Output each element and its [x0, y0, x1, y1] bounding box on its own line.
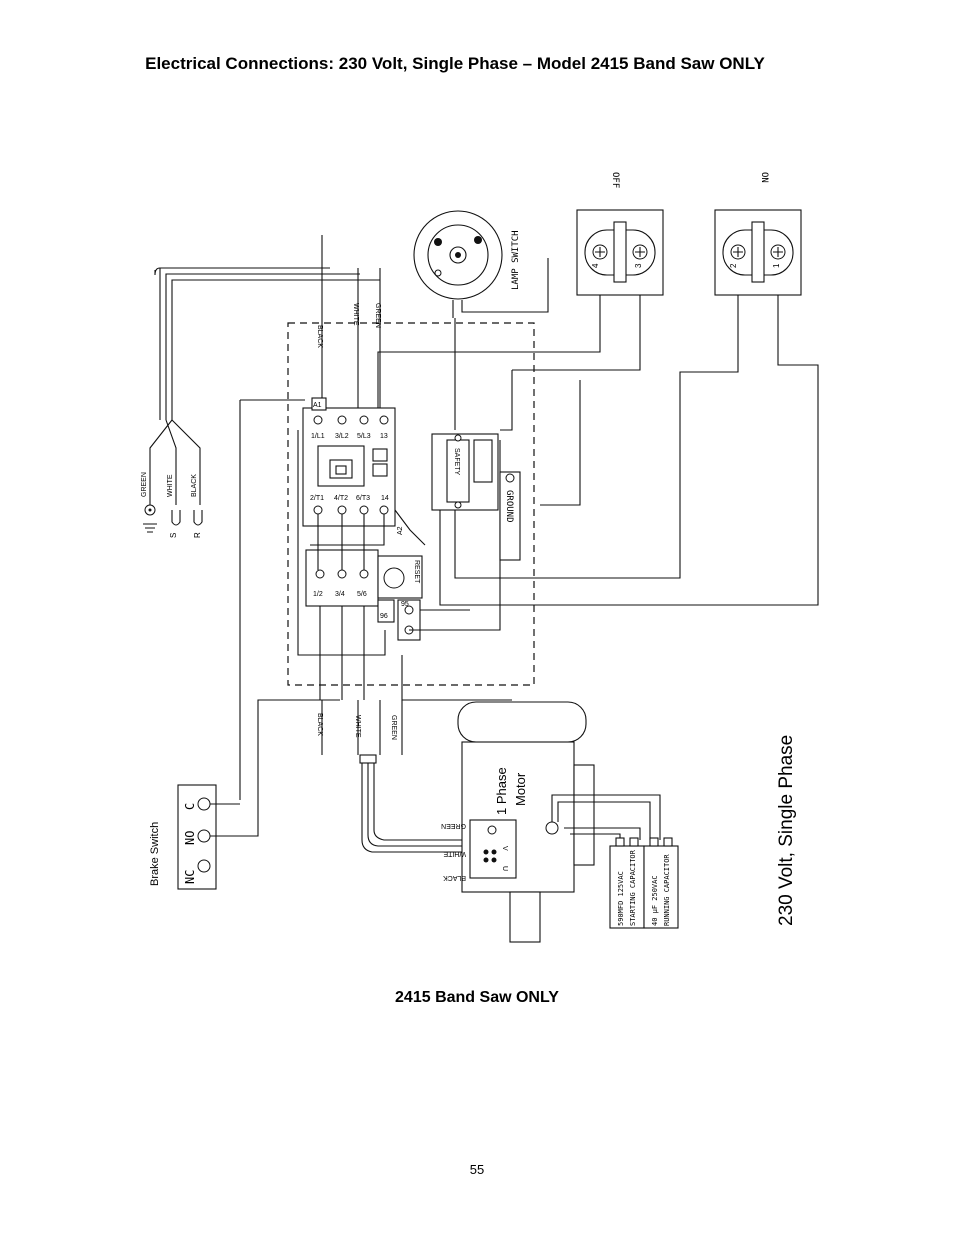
- control-box-outline: [287, 322, 535, 686]
- starting-capacitor: 590MFD 125VAC STARTING CAPACITOR: [609, 837, 645, 929]
- motor-terminal-v: V: [501, 846, 508, 851]
- on-switch-terminal-1: 1: [772, 263, 781, 268]
- motor-wire-label-white: WHITE: [443, 850, 466, 857]
- overload-contact-96: 96: [380, 613, 388, 620]
- supply-wire-white: WHITE: [352, 303, 359, 326]
- contactor-top-terminal-3: 5/L3: [357, 433, 371, 440]
- motor-wire-label-black: BLACK: [443, 874, 466, 881]
- contactor-top-terminal-4: 13: [380, 433, 388, 440]
- motor-label-line2: Motor: [513, 772, 528, 806]
- contactor-bottom-terminal-4: 14: [381, 495, 389, 502]
- ground-terminal: GROUND: [499, 471, 521, 561]
- contactor-bottom-terminal-2: 4/T2: [334, 495, 348, 502]
- diagram-heading: 230 Volt, Single Phase: [776, 735, 797, 926]
- supply-cable: [149, 235, 381, 505]
- overload-terminal-3: 5/6: [357, 591, 367, 598]
- motor-label-line1: 1 Phase: [494, 767, 509, 815]
- overload-reset-label: RESET: [413, 560, 420, 584]
- running-capacitor-line2: RUNNING CAPACITOR: [663, 854, 671, 926]
- contactor-top-terminal-1: 1/L1: [311, 433, 325, 440]
- brake-switch-terminal-c: C: [183, 803, 197, 810]
- running-capacitor-line1: 40 µF 250VAC: [651, 875, 659, 926]
- on-switch-terminal-2: 2: [729, 263, 738, 268]
- contactor-top-terminal-2: 3/L2: [335, 433, 349, 440]
- plug-terminal-s: S: [169, 533, 178, 538]
- ground-label: GROUND: [504, 490, 514, 523]
- brake-switch-label: Brake Switch: [149, 822, 161, 886]
- brake-switch-terminal-no: NO: [183, 831, 197, 845]
- off-switch-label: OFF: [610, 172, 620, 188]
- supply-wire-green: GREEN: [374, 303, 381, 328]
- supply-wire-black: BLACK: [316, 325, 323, 348]
- brake-switch-terminal-nc: NC: [183, 870, 197, 884]
- lamp-switch-label: LAMP SWITCH: [511, 230, 521, 290]
- contactor-bottom-terminal-1: 2/T1: [310, 495, 324, 502]
- plug-end: GREEN WHITE BLACK S R: [141, 472, 203, 538]
- overload-terminal-1: 1/2: [313, 591, 323, 598]
- off-switch: 4 3 OFF: [576, 172, 664, 296]
- lamp-switch: LAMP SWITCH: [413, 210, 549, 318]
- figure-caption: 2415 Band Saw ONLY: [395, 989, 559, 1006]
- page-title: Electrical Connections: 230 Volt, Single…: [145, 54, 765, 73]
- contactor-aux-label: A2: [397, 526, 404, 535]
- plug-wire-black: BLACK: [191, 474, 198, 497]
- contactor: A1 1/L1 3/L2 5/L3 13 2/T1 4/T2 6/T3 14 A…: [302, 397, 404, 535]
- off-switch-terminal-3: 3: [634, 263, 643, 268]
- overload-terminal-2: 3/4: [335, 591, 345, 598]
- contactor-coil-label: A1: [313, 402, 322, 409]
- off-switch-terminal-4: 4: [591, 263, 600, 268]
- plug-wire-green: GREEN: [141, 472, 148, 497]
- safety-switch: SAFETY: [431, 433, 499, 511]
- running-capacitor: 40 µF 250VAC RUNNING CAPACITOR: [643, 837, 679, 929]
- safety-switch-label: SAFETY: [453, 448, 460, 476]
- motor-wire-green: GREEN: [390, 715, 397, 740]
- motor: U V 1 Phase Motor: [457, 701, 595, 943]
- page-number: 55: [469, 1162, 485, 1177]
- plug-wire-white: WHITE: [167, 474, 174, 497]
- on-switch: 2 1 ON: [714, 172, 802, 296]
- overload-contact-95: 95: [401, 601, 409, 608]
- motor-wire-white: WHITE: [354, 715, 361, 738]
- motor-wire-black: BLACK: [316, 713, 323, 736]
- brake-switch: NC NO C Brake Switch: [149, 784, 217, 890]
- plug-terminal-r: R: [193, 532, 202, 538]
- motor-terminal-u: U: [501, 866, 508, 871]
- contactor-bottom-terminal-3: 6/T3: [356, 495, 370, 502]
- starting-capacitor-line2: STARTING CAPACITOR: [629, 849, 637, 926]
- starting-capacitor-line1: 590MFD 125VAC: [617, 871, 625, 926]
- on-switch-label: ON: [759, 172, 769, 183]
- motor-wire-label-green: GREEN: [441, 822, 466, 829]
